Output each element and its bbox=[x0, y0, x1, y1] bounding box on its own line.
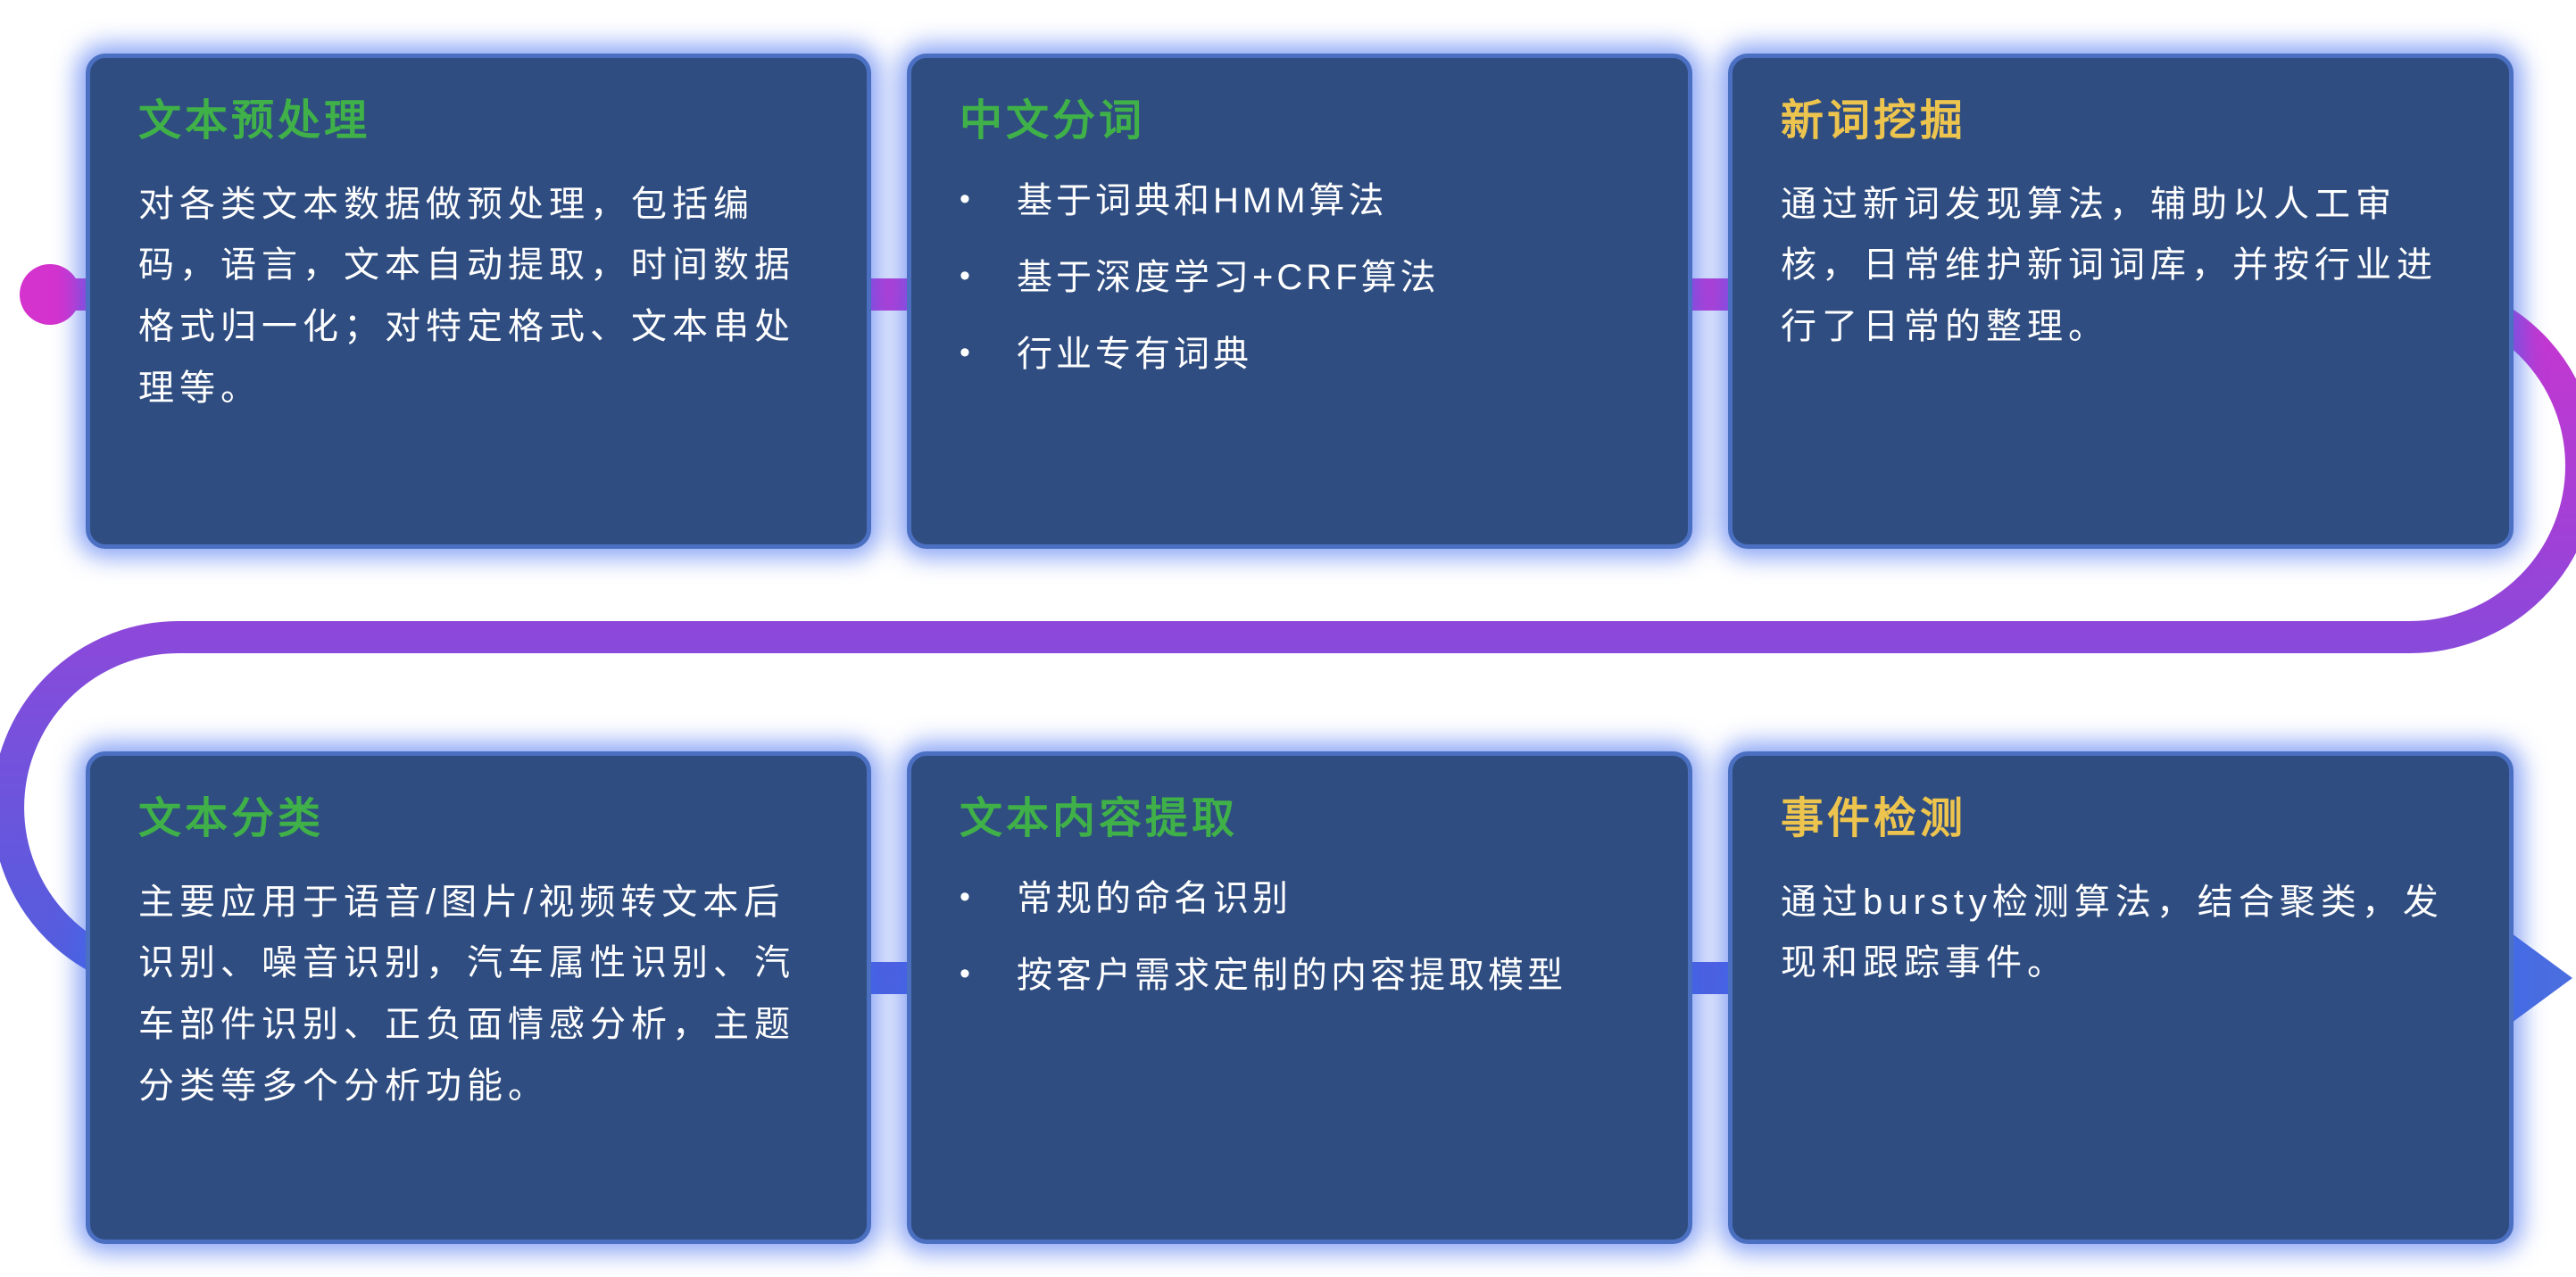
card-text-content-extraction: 文本内容提取 • 常规的命名识别 • 按客户需求定制的内容提取模型 bbox=[907, 751, 1692, 1244]
flow-arrow-icon bbox=[2512, 933, 2572, 1023]
bullet-text: 行业专有词典 bbox=[1017, 334, 1252, 374]
card-description: 对各类文本数据做预处理，包括编码，语言，文本自动提取，时间数据格式归一化；对特定… bbox=[138, 184, 795, 408]
card-title: 中文分词 bbox=[960, 97, 1146, 145]
bullet-text: 基于词典和HMM算法 bbox=[1017, 180, 1388, 220]
card-text-classification: 文本分类 主要应用于语音/图片/视频转文本后识别、噪音识别，汽车属性识别、汽车部… bbox=[86, 751, 871, 1244]
card-title: 事件检测 bbox=[1781, 795, 1967, 842]
bullet-item: • 常规的命名识别 bbox=[960, 872, 1640, 925]
bullet-text: 基于深度学习+CRF算法 bbox=[1017, 257, 1440, 297]
card-new-word-mining: 新词挖掘 通过新词发现算法，辅助以人工审核，日常维护新词词库，并按行业进行了日常… bbox=[1728, 54, 2514, 549]
bullet-item: • 基于词典和HMM算法 bbox=[960, 174, 1640, 228]
card-chinese-word-segmentation: 中文分词 • 基于词典和HMM算法 • 基于深度学习+CRF算法 • 行业专有词典 bbox=[907, 54, 1692, 549]
flow-start-dot bbox=[20, 264, 80, 325]
bullet-icon: • bbox=[960, 335, 974, 369]
bullet-list: • 基于词典和HMM算法 • 基于深度学习+CRF算法 • 行业专有词典 bbox=[960, 174, 1640, 381]
card-description: 通过bursty检测算法，结合聚类，发现和跟踪事件。 bbox=[1781, 882, 2444, 983]
card-description: 主要应用于语音/图片/视频转文本后识别、噪音识别，汽车属性识别、汽车部件识别、正… bbox=[138, 882, 795, 1106]
bullet-text: 常规的命名识别 bbox=[1017, 878, 1292, 918]
card-event-detection: 事件检测 通过bursty检测算法，结合聚类，发现和跟踪事件。 bbox=[1728, 751, 2514, 1244]
card-title: 文本分类 bbox=[138, 795, 325, 842]
bullet-icon: • bbox=[960, 258, 974, 293]
card-title: 文本预处理 bbox=[138, 97, 371, 145]
bullet-item: • 按客户需求定制的内容提取模型 bbox=[960, 949, 1640, 1002]
bullet-item: • 基于深度学习+CRF算法 bbox=[960, 251, 1640, 304]
card-title: 新词挖掘 bbox=[1781, 97, 1967, 145]
card-text-preprocessing: 文本预处理 对各类文本数据做预处理，包括编码，语言，文本自动提取，时间数据格式归… bbox=[86, 54, 871, 549]
bullet-icon: • bbox=[960, 956, 974, 991]
card-title: 文本内容提取 bbox=[960, 795, 1239, 842]
flow-connector-path bbox=[0, 278, 2576, 994]
bullet-item: • 行业专有词典 bbox=[960, 328, 1640, 381]
bullet-icon: • bbox=[960, 879, 974, 914]
bullet-icon: • bbox=[960, 181, 974, 216]
bullet-list: • 常规的命名识别 • 按客户需求定制的内容提取模型 bbox=[960, 872, 1640, 1002]
card-description: 通过新词发现算法，辅助以人工审核，日常维护新词词库，并按行业进行了日常的整理。 bbox=[1781, 184, 2438, 347]
bullet-text: 按客户需求定制的内容提取模型 bbox=[1017, 955, 1566, 995]
